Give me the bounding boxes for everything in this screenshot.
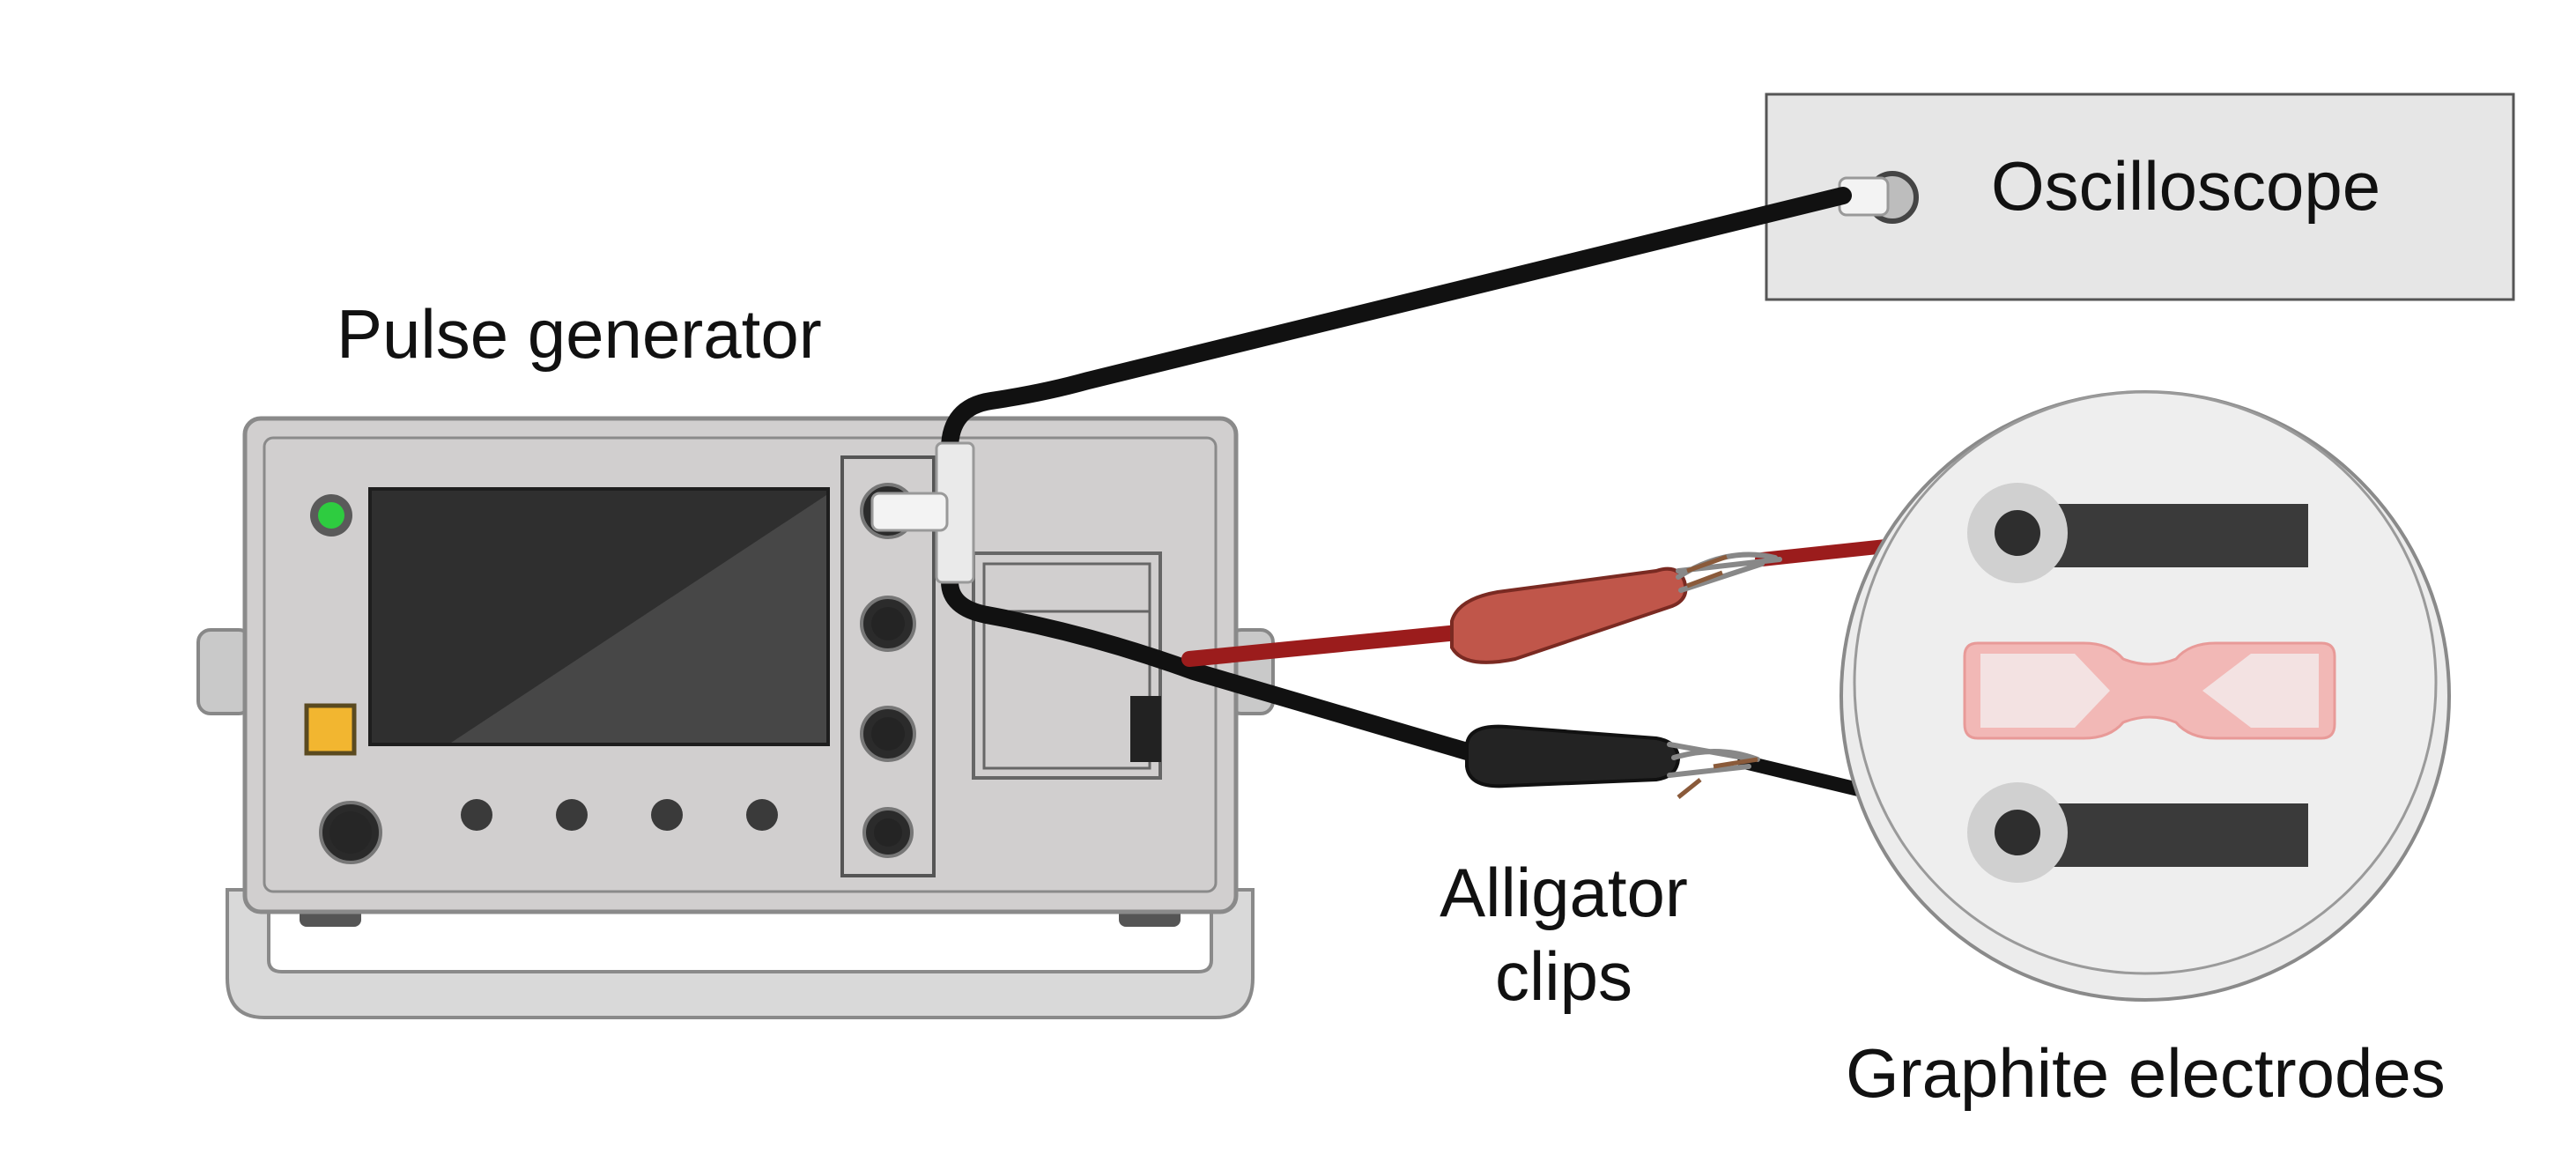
alligator-clips-label-line2: clips <box>1495 937 1632 1015</box>
electrode-top <box>2026 504 2308 567</box>
graphite-electrodes-label: Graphite electrodes <box>1846 1034 2446 1112</box>
electrode-bottom <box>2026 803 2308 867</box>
black-clip-jaws <box>1667 742 1760 778</box>
bnc-tee-connector-horizontal <box>870 492 949 532</box>
black-alligator-clip <box>1465 724 1760 799</box>
power-led-green <box>318 502 344 529</box>
pulse-generator: Pulse generator <box>196 295 1275 1019</box>
black-clip-body <box>1465 724 1681 788</box>
cable-to-oscilloscope <box>941 187 1852 458</box>
power-button <box>304 703 357 756</box>
tray-inner <box>982 562 1151 770</box>
tray-latch <box>1130 696 1161 762</box>
cable-to-black-clip <box>941 573 1482 762</box>
output-port-2-inner <box>871 607 905 640</box>
control-button-3 <box>651 799 683 831</box>
carry-handle <box>226 888 1255 1019</box>
oscilloscope-label: Oscilloscope <box>1991 147 2380 225</box>
electrode-bottom-contact-center <box>1995 810 2040 855</box>
pulse-generator-label: Pulse generator <box>337 295 822 373</box>
black-clip-tip <box>1677 757 1758 799</box>
wire-to-red-clip <box>1181 625 1466 667</box>
red-alligator-clip <box>1450 551 1782 664</box>
electrode-top-contact-center <box>1995 510 2040 556</box>
output-port-3-inner <box>871 717 905 751</box>
alligator-clips: Alligator clips <box>1440 551 1782 1015</box>
oscilloscope: Oscilloscope <box>1765 93 2515 301</box>
red-clip-tip <box>1686 554 1728 588</box>
graphite-electrodes-dish: Graphite electrodes <box>1839 390 2451 1112</box>
main-knob-inner <box>329 811 372 854</box>
red-clip-body <box>1450 566 1688 664</box>
control-button-2 <box>556 799 588 831</box>
alligator-clips-label-line1: Alligator <box>1440 854 1688 931</box>
control-button-1 <box>461 799 492 831</box>
display-screen-glare <box>451 495 826 743</box>
tissue-scaffold-right <box>2202 654 2319 728</box>
tissue-scaffold-left <box>1980 654 2110 728</box>
control-button-4 <box>746 799 778 831</box>
output-port-4-inner <box>874 818 902 847</box>
